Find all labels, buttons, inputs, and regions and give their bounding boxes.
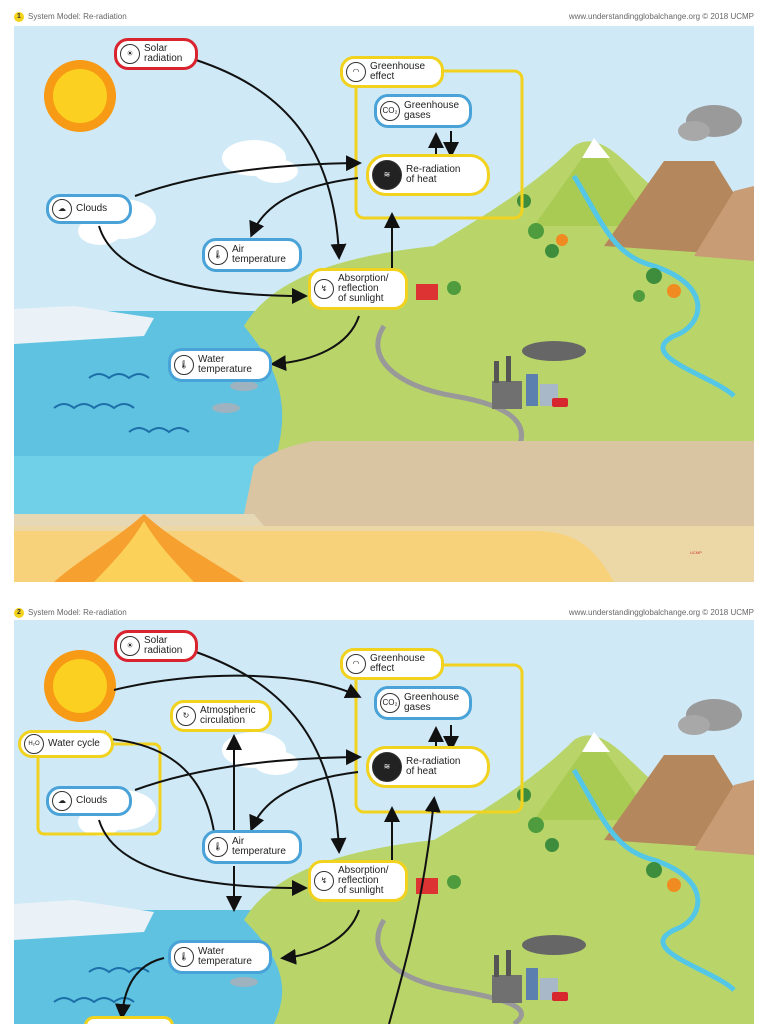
panel2-title: System Model: Re-radiation bbox=[28, 608, 127, 617]
node-greenhouse-gases[interactable]: CO₂ Greenhouse gases bbox=[374, 94, 472, 128]
heat-wave-icon: ≋ bbox=[372, 160, 402, 190]
panel2-header: 2 System Model: Re-radiation www.underst… bbox=[0, 604, 768, 622]
sunlight-absorption-icon: ↯ bbox=[314, 871, 334, 891]
heat-wave-icon: ≋ bbox=[372, 752, 402, 782]
node-water-temperature[interactable]: 🌡 Water temperature bbox=[168, 940, 272, 974]
node-greenhouse-gases[interactable]: CO₂ Greenhouse gases bbox=[374, 686, 472, 720]
co2-molecule-icon: CO₂ bbox=[380, 693, 400, 713]
node-water-cycle[interactable]: H₂O Water cycle bbox=[18, 730, 114, 758]
thermometer-icon: 🌡 bbox=[208, 245, 228, 265]
cloud-icon: ☁ bbox=[52, 791, 72, 811]
sun-icon: ☀ bbox=[120, 636, 140, 656]
node-greenhouse-effect[interactable]: ◠ Greenhouse effect bbox=[340, 56, 444, 88]
panel2-landscape bbox=[14, 620, 754, 1024]
node-clouds[interactable]: ☁ Clouds bbox=[46, 194, 132, 224]
circulation-icon: ↻ bbox=[176, 706, 196, 726]
thermometer-icon: 🌡 bbox=[174, 947, 194, 967]
node-clouds[interactable]: ☁ Clouds bbox=[46, 786, 132, 816]
thermometer-icon: 🌡 bbox=[174, 355, 194, 375]
co2-molecule-icon: CO₂ bbox=[380, 101, 400, 121]
node-absorption-reflection[interactable]: ↯ Absorption/ reflection of sunlight bbox=[308, 268, 408, 310]
node-water-temperature[interactable]: 🌡 Water temperature bbox=[168, 348, 272, 382]
panel1-credit: www.understandingglobalchange.org © 2018… bbox=[568, 12, 754, 21]
panel1-header: 1 System Model: Re-radiation www.underst… bbox=[0, 8, 768, 26]
greenhouse-icon: ◠ bbox=[346, 62, 366, 82]
node-solar-radiation[interactable]: ☀ Solar radiation bbox=[114, 630, 198, 662]
panel2-scene: ☀ Solar radiation ◠ Greenhouse effect CO… bbox=[14, 620, 754, 1024]
node-atmospheric-circulation[interactable]: ↻ Atmospheric circulation bbox=[170, 700, 272, 732]
cloud-icon: ☁ bbox=[52, 199, 72, 219]
node-re-radiation[interactable]: ≋ Re-radiation of heat bbox=[366, 154, 490, 196]
sunlight-absorption-icon: ↯ bbox=[314, 279, 334, 299]
node-absorption-reflection[interactable]: ↯ Absorption/ reflection of sunlight bbox=[308, 860, 408, 902]
panel1-title: System Model: Re-radiation bbox=[28, 12, 127, 21]
node-air-temperature[interactable]: 🌡 Air temperature bbox=[202, 830, 302, 864]
panel2-credit: www.understandingglobalchange.org © 2018… bbox=[568, 608, 754, 617]
panel1-scene: ☀ Solar radiation ◠ Greenhouse effect CO… bbox=[14, 26, 754, 582]
ucmp-logo: UCMP bbox=[690, 550, 702, 555]
panel1-number: 1 bbox=[14, 12, 24, 22]
thermometer-icon: 🌡 bbox=[208, 837, 228, 857]
panel2-number: 2 bbox=[14, 608, 24, 618]
node-solar-radiation[interactable]: ☀ Solar radiation bbox=[114, 38, 198, 70]
node-air-temperature[interactable]: 🌡 Air temperature bbox=[202, 238, 302, 272]
sun-icon: ☀ bbox=[120, 44, 140, 64]
greenhouse-icon: ◠ bbox=[346, 654, 366, 674]
node-greenhouse-effect[interactable]: ◠ Greenhouse effect bbox=[340, 648, 444, 680]
h2o-icon: H₂O bbox=[24, 734, 44, 754]
node-re-radiation[interactable]: ≋ Re-radiation of heat bbox=[366, 746, 490, 788]
node-partial-bottom[interactable] bbox=[84, 1016, 174, 1024]
